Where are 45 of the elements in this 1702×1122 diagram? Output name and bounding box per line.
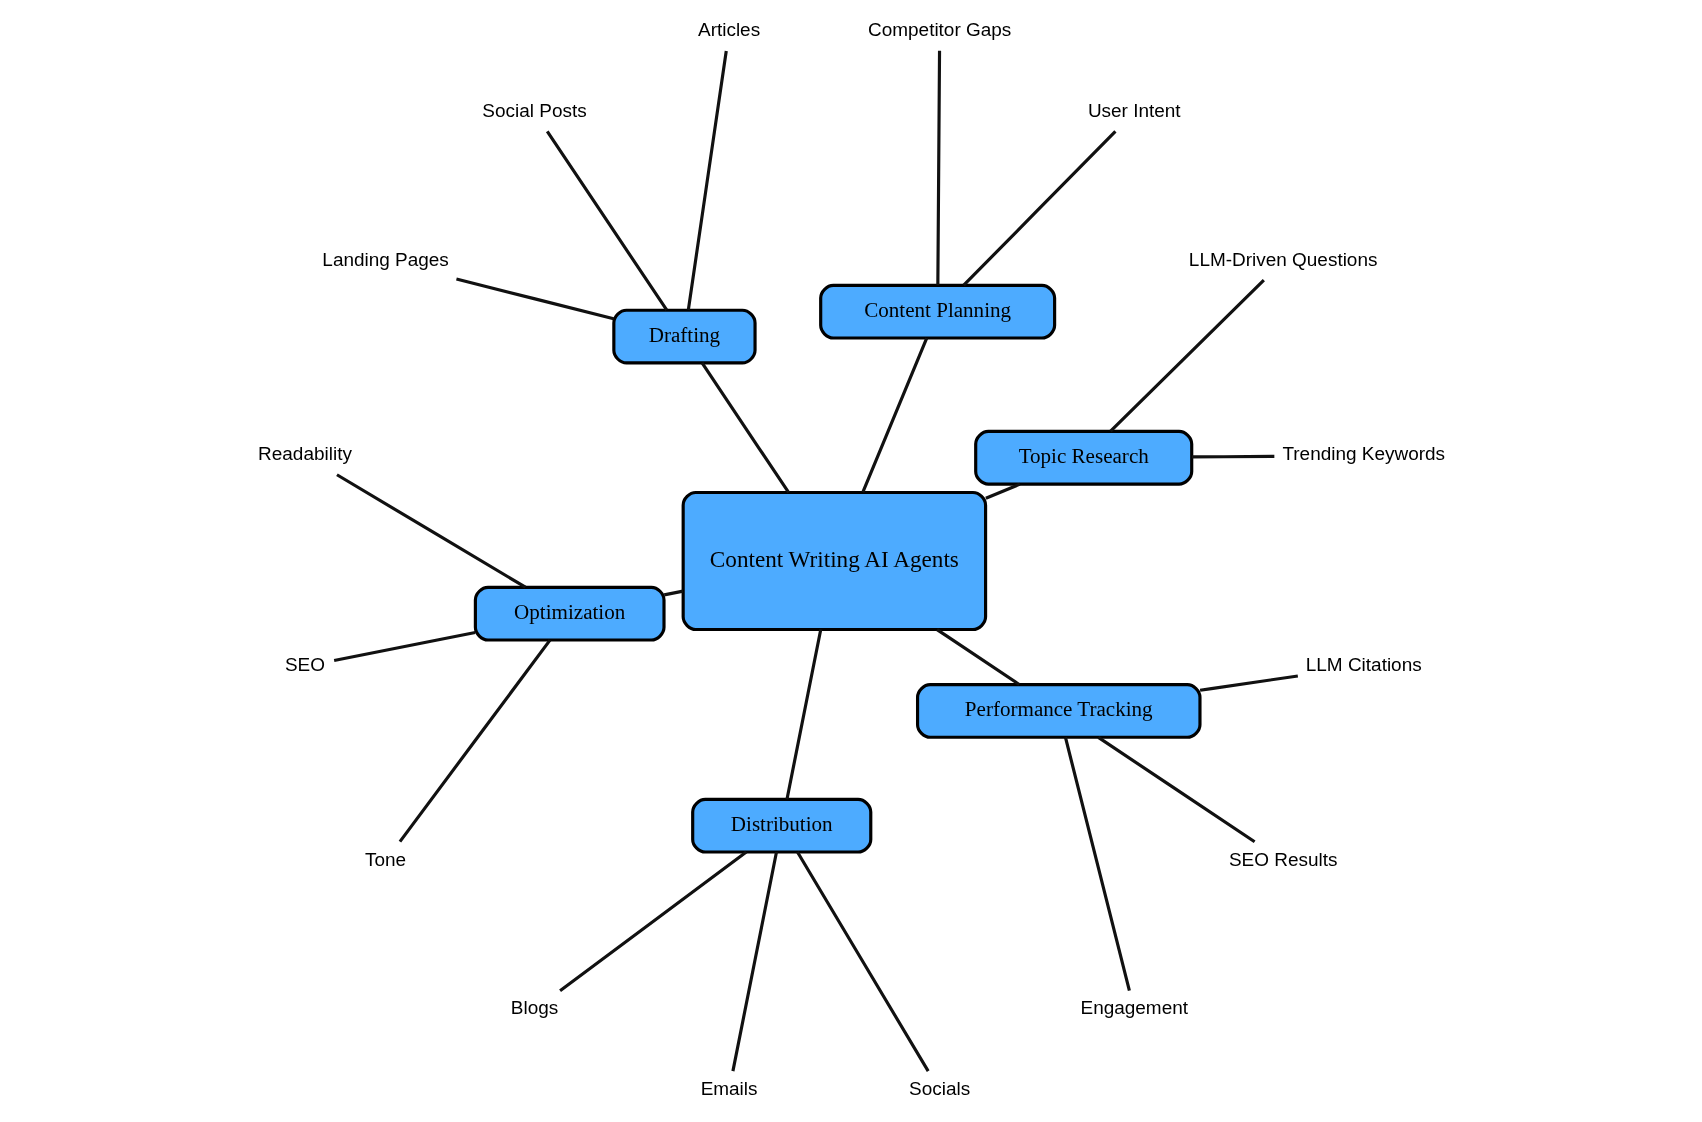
connector: [335, 473, 526, 589]
connector: [455, 277, 614, 321]
node-box: Distribution: [690, 797, 872, 854]
connector: [730, 851, 778, 1072]
node-text: Trending Keywords: [1281, 443, 1445, 465]
node-box: Content Writing AI Agents: [681, 490, 987, 632]
connector: [398, 639, 551, 843]
connector: [700, 362, 790, 494]
connector: [686, 50, 728, 311]
node-text: Engagement: [1080, 997, 1188, 1019]
connector: [935, 50, 941, 286]
node-text: SEO Results: [1228, 848, 1337, 870]
connector: [558, 850, 747, 992]
connector: [1199, 674, 1298, 692]
node-text: Socials: [908, 1078, 970, 1100]
node-box: Drafting: [611, 308, 757, 365]
node-text: Readability: [257, 443, 352, 465]
node-text: Emails: [700, 1078, 758, 1100]
node-box: Content Planning: [818, 283, 1056, 340]
connector: [1191, 454, 1274, 459]
node-text: User Intent: [1087, 99, 1181, 121]
node-text: LLM Citations: [1305, 653, 1422, 675]
connector: [784, 629, 822, 800]
connector: [860, 337, 928, 493]
node-text: LLM-Driven Questions: [1188, 248, 1377, 270]
connector: [1097, 736, 1255, 844]
node-text: Articles: [697, 19, 760, 41]
node-text: SEO: [284, 653, 325, 675]
connector: [984, 482, 1020, 500]
connector: [962, 130, 1117, 287]
node-text: Landing Pages: [321, 248, 449, 270]
connector: [1109, 279, 1265, 433]
connector: [935, 628, 1020, 686]
connector: [545, 130, 668, 311]
connector: [663, 589, 683, 597]
connector: [333, 630, 476, 663]
node-text: Tone: [364, 848, 406, 870]
node-text: Social Posts: [481, 99, 587, 121]
node-box: Topic Research: [973, 429, 1193, 486]
node-text: Blogs: [510, 997, 558, 1019]
node-text: Competitor Gaps: [867, 19, 1011, 41]
node-box: Performance Tracking: [915, 683, 1202, 739]
connector: [1063, 737, 1131, 991]
node-box: Optimization: [473, 585, 666, 642]
connector: [795, 851, 930, 1072]
